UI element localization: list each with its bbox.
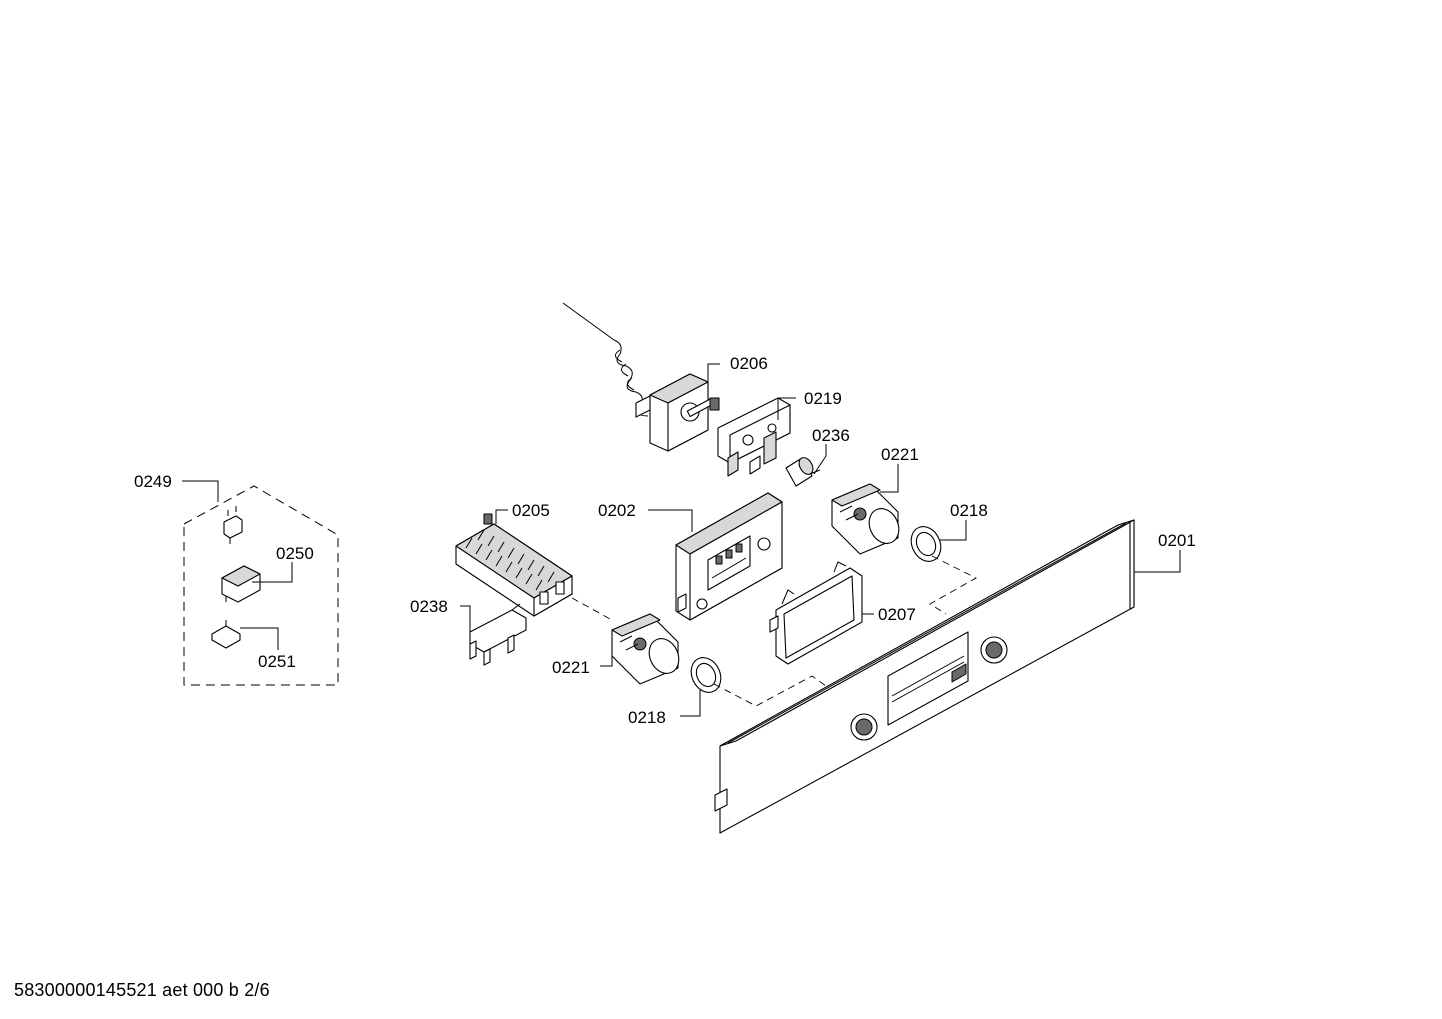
part-labels: 0206 0219 0236 0221 0218 0201 0202 0205 …	[134, 354, 1196, 727]
knob-ring-lower-part[interactable]	[686, 653, 727, 697]
knob-ring-upper-part[interactable]	[906, 522, 947, 566]
bracket-part[interactable]	[717, 397, 791, 477]
cover-frame-part[interactable]	[769, 561, 863, 665]
selector-switch-upper-part[interactable]	[831, 483, 904, 555]
terminal-block-part[interactable]	[455, 513, 573, 617]
label-0201: 0201	[1158, 531, 1196, 550]
assembly-guide-lines	[571, 555, 977, 707]
label-0221-lower: 0221	[552, 658, 590, 677]
label-0218-lower: 0218	[628, 708, 666, 727]
label-0206: 0206	[730, 354, 768, 373]
document-id: 58300000145521 aet 000 b 2/6	[14, 980, 270, 1000]
label-0251: 0251	[258, 652, 296, 671]
label-0202: 0202	[598, 501, 636, 520]
front-panel-part[interactable]	[714, 519, 1135, 834]
selector-switch-lower-part[interactable]	[611, 613, 684, 685]
label-0238: 0238	[410, 597, 448, 616]
kit-group-outline	[183, 485, 339, 686]
label-0236: 0236	[812, 426, 850, 445]
mounting-clip-part[interactable]	[469, 603, 527, 666]
label-0218-upper: 0218	[950, 501, 988, 520]
bracket-small-part[interactable]	[211, 620, 241, 649]
label-0221-upper: 0221	[881, 445, 919, 464]
capacitor-part[interactable]	[221, 565, 261, 603]
control-module-part[interactable]	[675, 492, 783, 621]
lamp-part[interactable]	[785, 455, 821, 487]
plug-connector-part[interactable]	[223, 506, 243, 544]
label-0207: 0207	[878, 605, 916, 624]
label-0219: 0219	[804, 389, 842, 408]
label-0249: 0249	[134, 472, 172, 491]
leader-lines	[182, 363, 1181, 717]
label-0205: 0205	[512, 501, 550, 520]
thermostat-part[interactable]	[562, 302, 720, 452]
label-0250: 0250	[276, 544, 314, 563]
